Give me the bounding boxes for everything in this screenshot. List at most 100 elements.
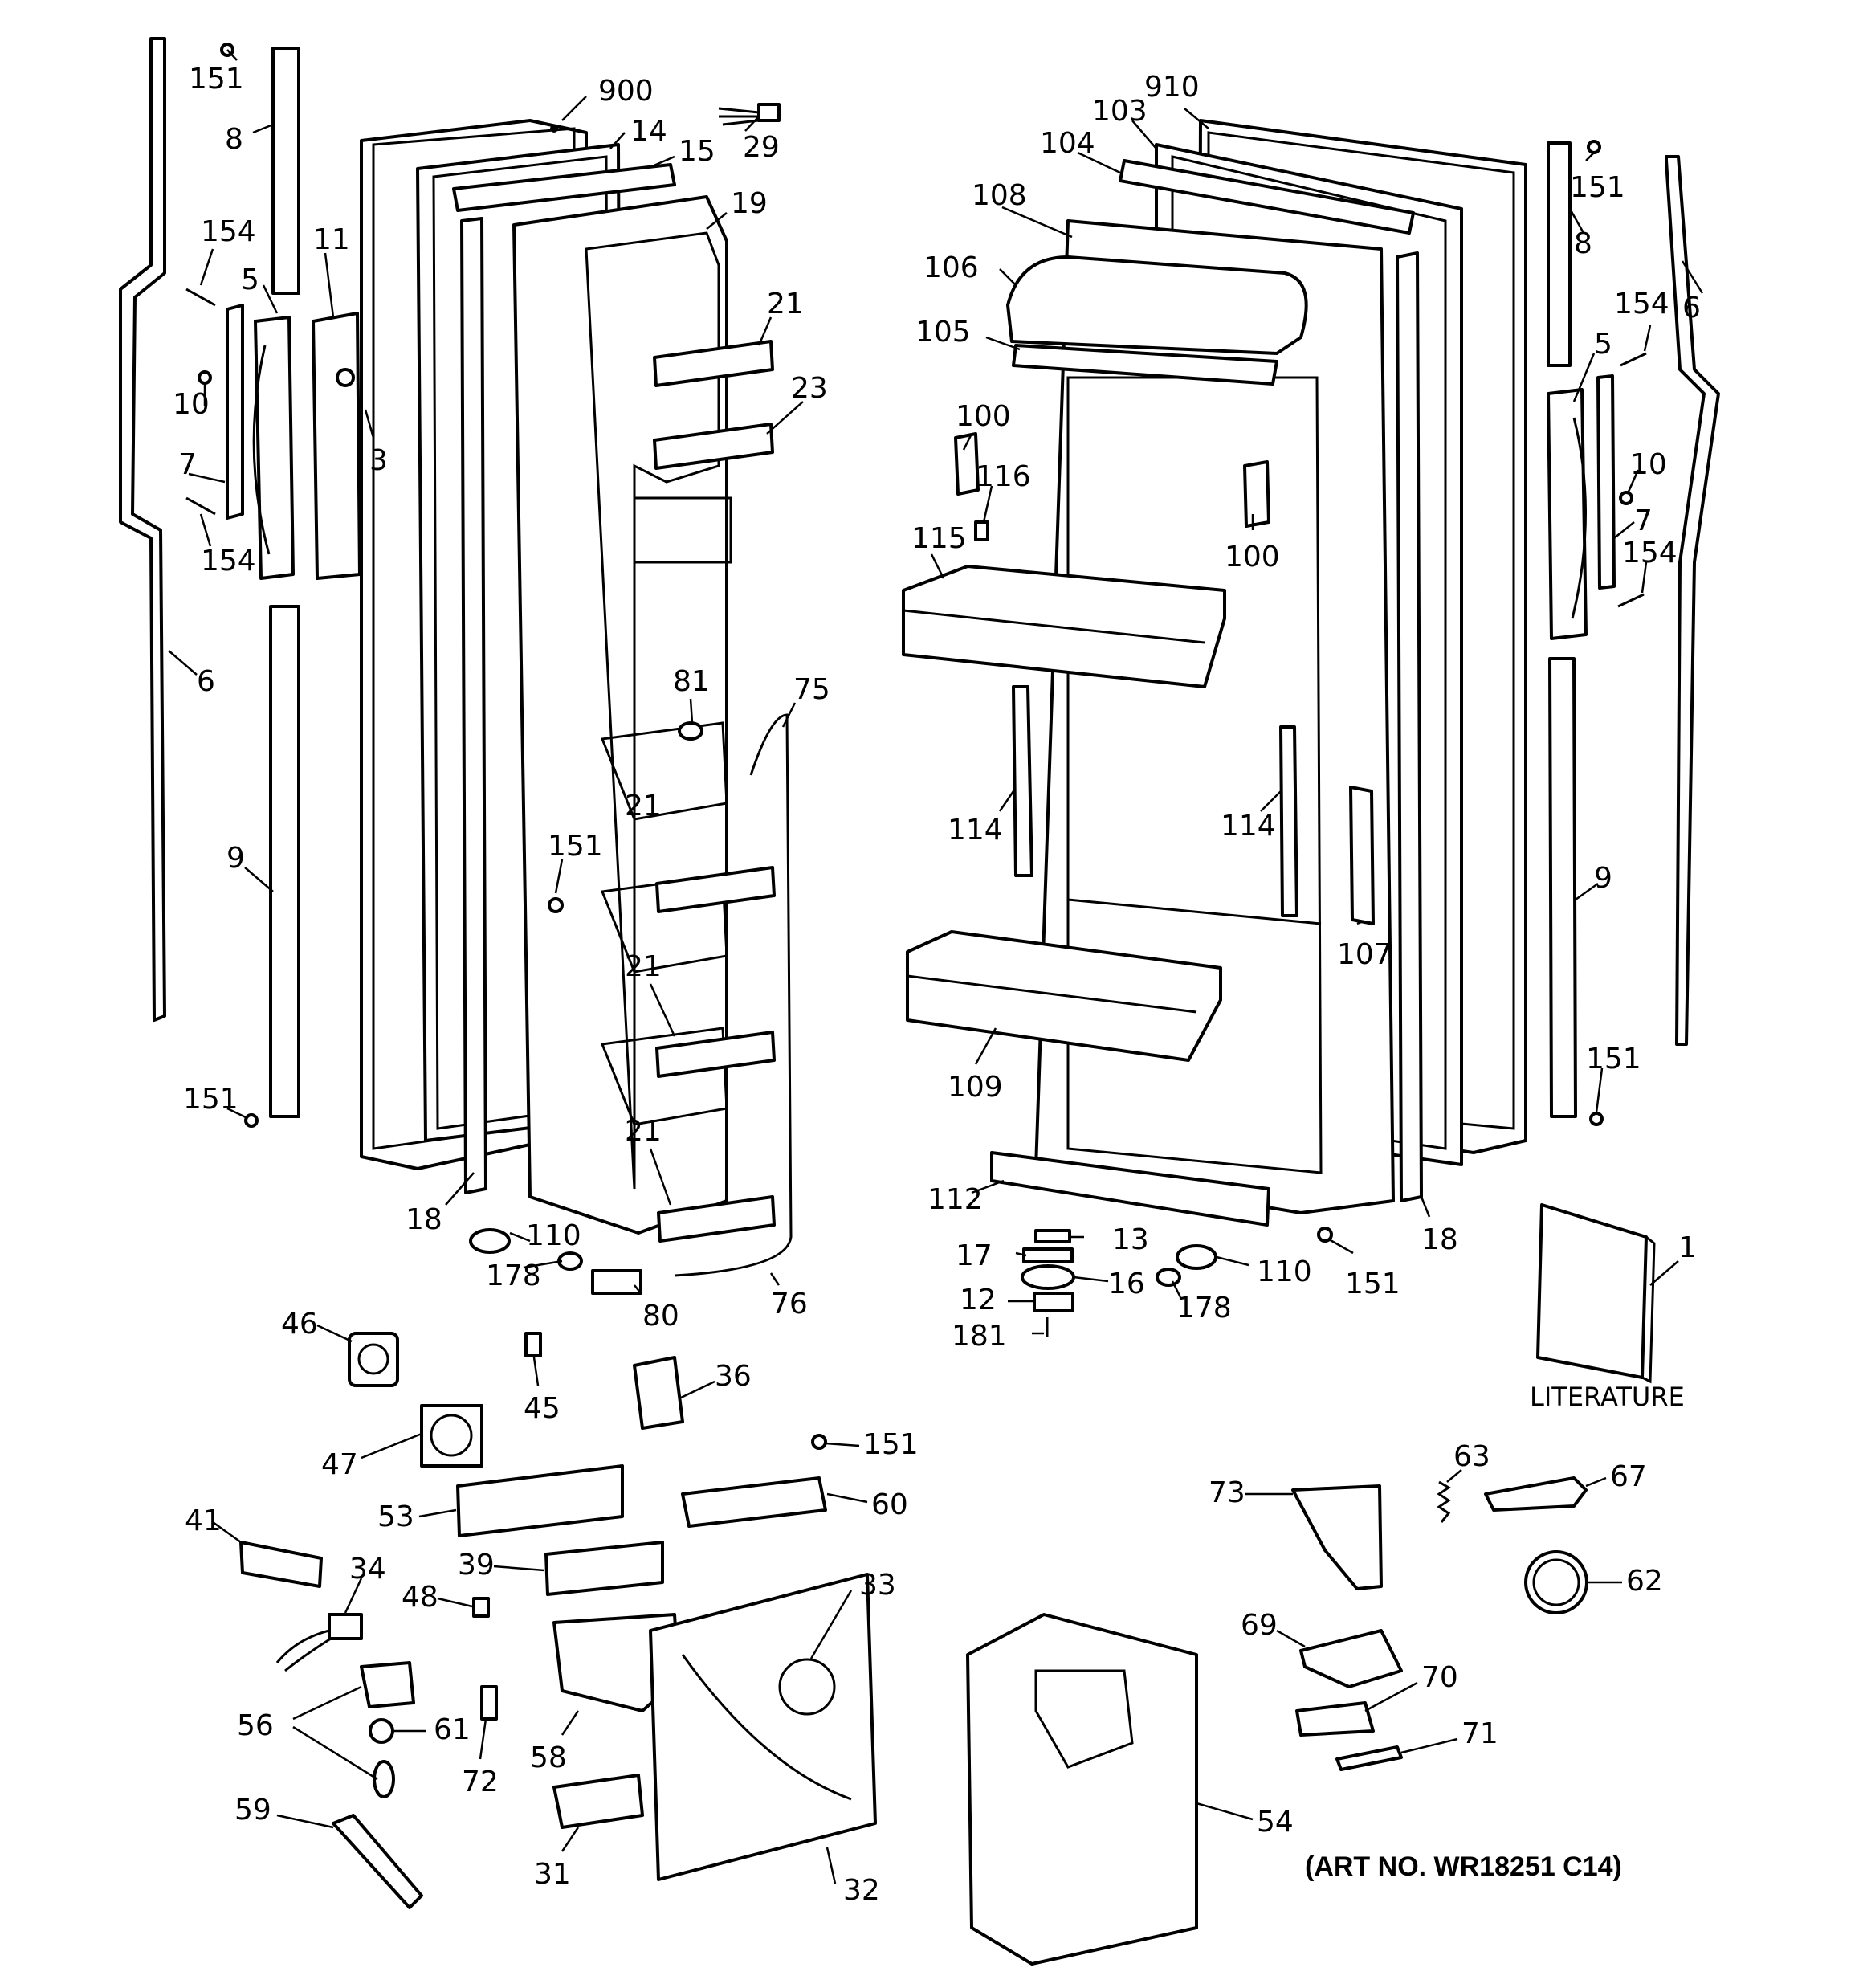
shelf-bracket-100-right bbox=[1243, 460, 1270, 528]
callout-21: 21 bbox=[625, 1115, 662, 1148]
nut-178-left bbox=[557, 1251, 583, 1271]
callout-109: 109 bbox=[948, 1071, 1003, 1104]
callout-7: 7 bbox=[178, 448, 197, 481]
tray-31 bbox=[552, 1774, 644, 1829]
callout-115: 115 bbox=[911, 522, 967, 555]
callout-105: 105 bbox=[915, 316, 971, 349]
right-screw-154-top bbox=[1620, 352, 1647, 367]
part-56-bottom bbox=[373, 1760, 395, 1798]
callout-75: 75 bbox=[793, 673, 830, 706]
callout-labels: 151 8 900 14 15 29 19 154 11 5 21 10 23 … bbox=[173, 63, 1701, 1907]
bracket-60 bbox=[681, 1476, 827, 1528]
panel-53 bbox=[456, 1464, 624, 1537]
ladder-114-right bbox=[1279, 725, 1298, 917]
part-56-top bbox=[360, 1661, 415, 1708]
part-72 bbox=[480, 1685, 498, 1721]
callout-10: 10 bbox=[1630, 448, 1667, 481]
left-screw-154-bottom bbox=[185, 496, 216, 516]
part-47 bbox=[420, 1404, 483, 1468]
callout-900: 900 bbox=[598, 75, 654, 108]
callout-13: 13 bbox=[1112, 1223, 1149, 1256]
nut-178-right bbox=[1156, 1268, 1181, 1287]
callout-32: 32 bbox=[843, 1874, 880, 1907]
callout-151: 151 bbox=[183, 1083, 238, 1116]
callout-15: 15 bbox=[679, 135, 715, 168]
callout-10: 10 bbox=[173, 388, 210, 421]
lever-67 bbox=[1484, 1476, 1588, 1512]
callout-23: 23 bbox=[791, 372, 828, 405]
part-48 bbox=[472, 1597, 490, 1618]
callout-178: 178 bbox=[1176, 1292, 1232, 1325]
left-breaker-strip bbox=[452, 163, 676, 212]
chute-73 bbox=[1291, 1484, 1383, 1590]
callout-18: 18 bbox=[406, 1203, 442, 1236]
callout-73: 73 bbox=[1209, 1476, 1245, 1509]
callout-45: 45 bbox=[524, 1392, 561, 1425]
callout-19: 19 bbox=[731, 187, 768, 220]
right-trim-6 bbox=[1665, 155, 1720, 1046]
right-handle bbox=[1547, 388, 1588, 640]
part-61 bbox=[369, 1718, 394, 1744]
door-69 bbox=[1299, 1629, 1403, 1688]
callout-100: 100 bbox=[1225, 541, 1280, 574]
left-handle-mount bbox=[312, 312, 361, 580]
callout-81: 81 bbox=[673, 665, 710, 698]
housing-32 bbox=[649, 1573, 877, 1881]
left-trim-9 bbox=[269, 605, 300, 1118]
callout-5: 5 bbox=[241, 263, 259, 296]
left-screw-151-liner bbox=[548, 897, 564, 913]
callout-8: 8 bbox=[1574, 227, 1592, 260]
hinge-parts-13-17-16-12 bbox=[1021, 1229, 1075, 1312]
callout-100: 100 bbox=[956, 400, 1011, 433]
left-door-shelf-top bbox=[653, 340, 774, 387]
left-door-shelf-23 bbox=[653, 423, 774, 470]
callout-60: 60 bbox=[871, 1488, 908, 1521]
water-tube-75-76 bbox=[674, 713, 793, 1277]
left-door-shelf-mid bbox=[655, 866, 776, 913]
door-bin-115 bbox=[902, 565, 1226, 688]
left-screw-151-bottom bbox=[244, 1113, 259, 1128]
callout-48: 48 bbox=[402, 1581, 438, 1614]
callout-34: 34 bbox=[349, 1553, 386, 1586]
grommet-81 bbox=[678, 721, 703, 741]
left-liner-strip bbox=[460, 217, 487, 1194]
callout-71: 71 bbox=[1461, 1717, 1498, 1750]
callout-21: 21 bbox=[625, 790, 662, 823]
callout-114: 114 bbox=[1221, 810, 1276, 843]
callout-181: 181 bbox=[952, 1320, 1007, 1353]
right-screw-151-bottom bbox=[1589, 1112, 1604, 1126]
callout-110: 110 bbox=[1257, 1255, 1312, 1288]
callout-72: 72 bbox=[462, 1766, 499, 1798]
screw-151-dispenser bbox=[811, 1434, 827, 1450]
right-liner-strip bbox=[1396, 251, 1423, 1202]
dispenser-cover-54 bbox=[966, 1613, 1198, 1966]
callout-6: 6 bbox=[1682, 292, 1701, 325]
callout-910: 910 bbox=[1144, 71, 1200, 104]
callout-69: 69 bbox=[1241, 1609, 1278, 1642]
callout-5: 5 bbox=[1594, 328, 1612, 361]
literature-label: LITERATURE bbox=[1530, 1382, 1685, 1412]
callout-21: 21 bbox=[767, 288, 804, 320]
callout-104: 104 bbox=[1040, 127, 1095, 160]
callout-6: 6 bbox=[197, 665, 215, 698]
callout-41: 41 bbox=[185, 1504, 222, 1537]
callout-151: 151 bbox=[1345, 1268, 1400, 1300]
bracket-41 bbox=[239, 1541, 323, 1588]
right-screw-151-top bbox=[1587, 140, 1601, 154]
callout-116: 116 bbox=[976, 460, 1031, 493]
callout-154: 154 bbox=[1622, 537, 1678, 569]
callout-67: 67 bbox=[1610, 1460, 1647, 1493]
part-45 bbox=[524, 1332, 542, 1357]
callout-62: 62 bbox=[1626, 1565, 1663, 1598]
fitting-80 bbox=[591, 1269, 642, 1295]
part-36 bbox=[633, 1356, 684, 1430]
right-screw-10 bbox=[1619, 491, 1633, 505]
left-handle-cap bbox=[226, 304, 244, 520]
dairy-door-106 bbox=[1006, 255, 1308, 355]
callout-1: 1 bbox=[1678, 1231, 1697, 1264]
callout-18: 18 bbox=[1421, 1223, 1458, 1256]
screw-151-right-bottom bbox=[1317, 1227, 1333, 1243]
callout-9: 9 bbox=[226, 842, 245, 875]
callout-178: 178 bbox=[486, 1259, 541, 1292]
